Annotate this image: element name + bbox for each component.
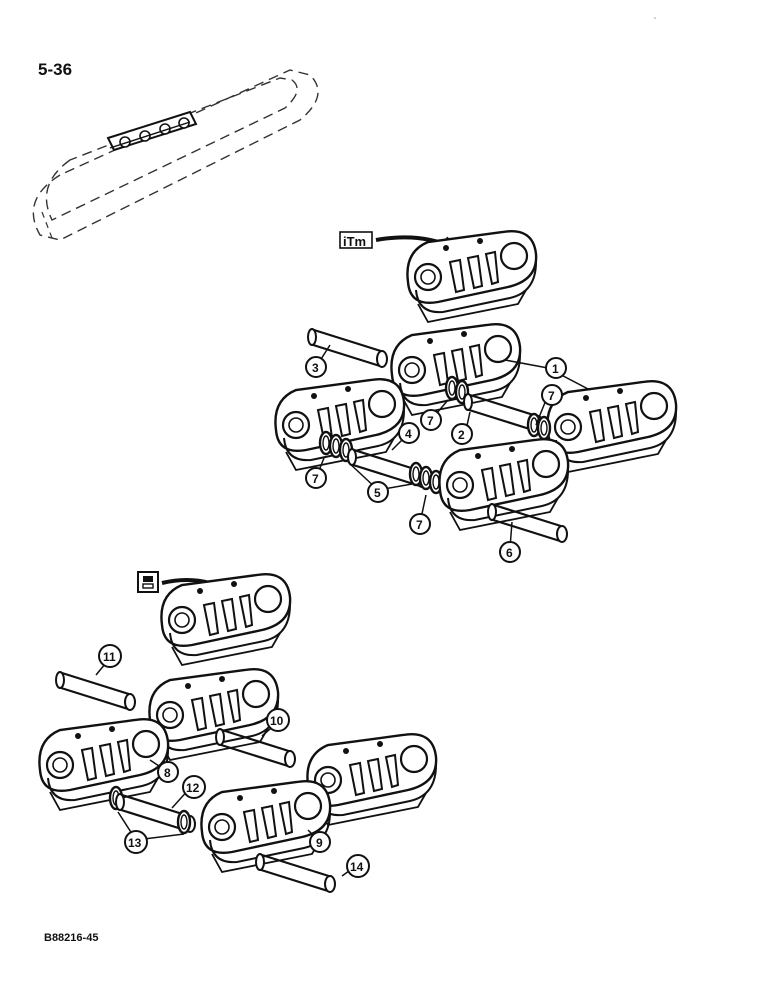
callout-1: 1 [545, 357, 567, 379]
svg-text:6: 6 [506, 546, 513, 560]
svg-text:3: 3 [312, 361, 319, 375]
callout-11: 11 [98, 644, 122, 668]
svg-text:7: 7 [427, 414, 434, 428]
splined-pin-14 [254, 852, 337, 894]
svg-text:7: 7 [548, 389, 555, 403]
svg-text:14: 14 [350, 860, 364, 874]
svg-text:7: 7 [312, 472, 319, 486]
callout-3: 3 [305, 356, 327, 378]
svg-text:11: 11 [103, 650, 116, 664]
svg-text:7: 7 [416, 518, 423, 532]
svg-text:5: 5 [374, 486, 381, 500]
callout-12: 12 [182, 775, 206, 799]
svg-text:2: 2 [458, 428, 465, 442]
svg-text:8: 8 [164, 766, 171, 780]
master-pin-11 [54, 670, 137, 712]
svg-text:10: 10 [270, 714, 284, 728]
callout-7b: 7 [541, 384, 563, 406]
callout-9: 9 [309, 831, 331, 853]
alt-manufacturer-logo-icon [137, 571, 159, 593]
link-lower-front [200, 780, 332, 874]
track-loop-overview [32, 69, 319, 241]
itm-track-link [406, 230, 538, 324]
svg-text:4: 4 [405, 427, 412, 441]
page-number: 5-36 [38, 60, 73, 79]
callout-7a: 7 [420, 409, 442, 431]
figure-id: B88216-45 [44, 932, 99, 944]
seal-lower-b [176, 809, 192, 835]
callouts: 1 2 3 4 5 6 7 7 7 7 8 9 10 11 12 13 14 [98, 356, 567, 878]
itm-logo-icon: iTm [339, 231, 373, 249]
callout-13: 13 [124, 830, 148, 854]
callout-14: 14 [346, 854, 370, 878]
scan-speck [654, 17, 656, 19]
callout-2: 2 [451, 423, 473, 445]
callout-6: 6 [499, 541, 521, 563]
link-upper-rear [390, 323, 522, 417]
alt-track-link [160, 573, 292, 667]
callout-5: 5 [367, 481, 389, 503]
link-lower-left [38, 718, 170, 812]
overview-link-cluster [106, 110, 198, 152]
callout-10: 10 [266, 708, 290, 732]
callout-7d: 7 [409, 513, 431, 535]
svg-text:12: 12 [186, 781, 200, 795]
svg-text:13: 13 [128, 836, 142, 850]
seal-upper-d [536, 415, 552, 441]
itm-logo-text: iTm [343, 234, 366, 249]
svg-text:1: 1 [552, 362, 559, 376]
svg-text:9: 9 [316, 836, 323, 850]
callout-7c: 7 [305, 467, 327, 489]
link-upper-front [438, 438, 570, 532]
callout-8: 8 [157, 761, 179, 783]
callout-4: 4 [398, 422, 420, 444]
